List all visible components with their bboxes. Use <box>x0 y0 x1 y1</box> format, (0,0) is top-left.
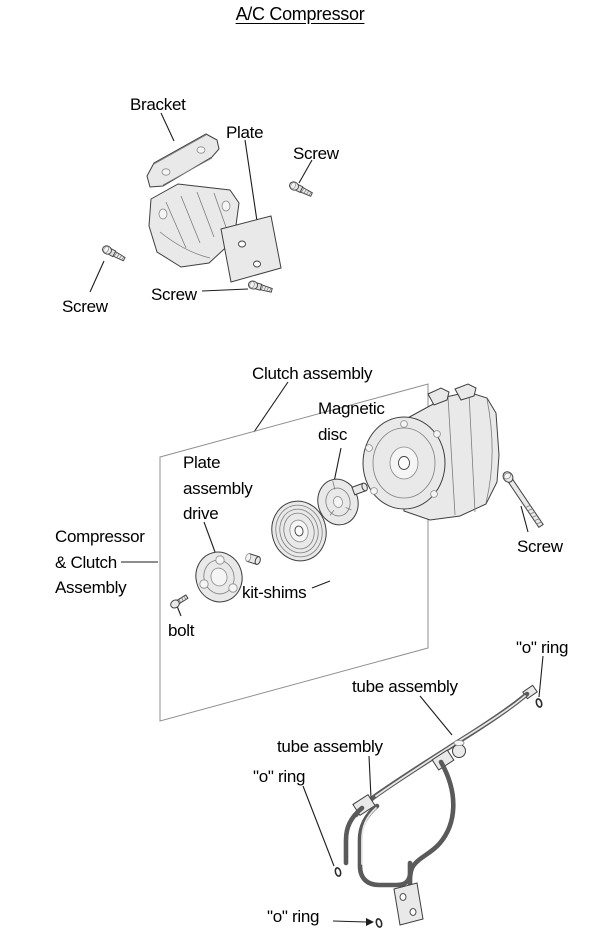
kit-shims-label: kit-shims <box>242 583 307 602</box>
o-ring-middle-part <box>334 867 342 877</box>
o-ring-bottom-label: "o" ring <box>267 907 320 926</box>
pulley-part <box>271 500 327 562</box>
page-title: A/C Compressor <box>0 4 600 25</box>
clutch-assembly-box <box>159 383 429 722</box>
magnetic-disc-label: Magnetic disc <box>318 399 385 444</box>
o-ring-middle-leader <box>302 785 335 867</box>
bracket-part <box>146 133 220 188</box>
screw-right-label: Screw <box>517 537 563 556</box>
bolt-leader <box>176 605 182 617</box>
screw-middle-leader <box>201 288 249 292</box>
screw-middle-label: Screw <box>151 285 197 304</box>
magnetic-disc-part <box>317 478 359 526</box>
tube-right-leader <box>419 695 453 736</box>
o-ring-top-part <box>535 698 543 708</box>
clutch-assembly-label: Clutch assembly <box>252 364 373 383</box>
screw-part-middle <box>247 279 274 295</box>
o-ring-bottom-arrowhead <box>366 918 374 926</box>
leader-lines <box>89 112 544 926</box>
plate-leader <box>244 139 258 222</box>
compressor-clutch-assembly-label: Compressor & Clutch Assembly <box>55 527 145 597</box>
bolt-label: bolt <box>168 621 195 640</box>
bracket-body-part <box>148 183 240 268</box>
screw-top-label: Screw <box>293 144 339 163</box>
plate-assembly-drive-label: Plate assembly drive <box>183 453 253 523</box>
kit-shims-leader <box>311 580 331 589</box>
tube-assembly-right-label: tube assembly <box>352 677 458 696</box>
bracket-label: Bracket <box>130 95 186 114</box>
screw-part-right <box>502 471 544 529</box>
o-ring-bottom-part <box>375 918 383 928</box>
tube-assembly-upper-part <box>352 684 538 818</box>
tube-left-leader <box>368 755 372 799</box>
o-ring-bottom-leader <box>332 920 367 923</box>
kit-shims-part <box>245 553 261 565</box>
tube-assembly-left-label: tube assembly <box>277 737 383 756</box>
shaft-spacer-part <box>351 482 368 496</box>
o-ring-middle-label: "o" ring <box>253 767 306 786</box>
screw-part-top <box>287 179 314 199</box>
plate-label: Plate <box>226 123 264 142</box>
bracket-leader <box>160 112 175 142</box>
compressor-part <box>362 383 500 521</box>
o-ring-top-label: "o" ring <box>516 638 569 657</box>
bolt-part <box>170 594 189 609</box>
o-ring-top-leader <box>538 655 544 698</box>
screw-left-label: Screw <box>62 297 108 316</box>
page-title-text: A/C Compressor <box>235 4 365 24</box>
screw-top-leader <box>298 159 313 184</box>
magnetic-disc-leader <box>333 447 342 483</box>
plate-part <box>220 215 282 283</box>
screw-part-left <box>100 243 127 264</box>
clutch-assembly-leader <box>253 381 289 433</box>
tube-assembly-lower-part <box>343 759 456 926</box>
screw-right-leader <box>520 505 529 533</box>
plate-assembly-drive-part <box>195 551 243 603</box>
screw-left-leader <box>89 260 105 293</box>
plate-drive-leader <box>203 521 216 553</box>
